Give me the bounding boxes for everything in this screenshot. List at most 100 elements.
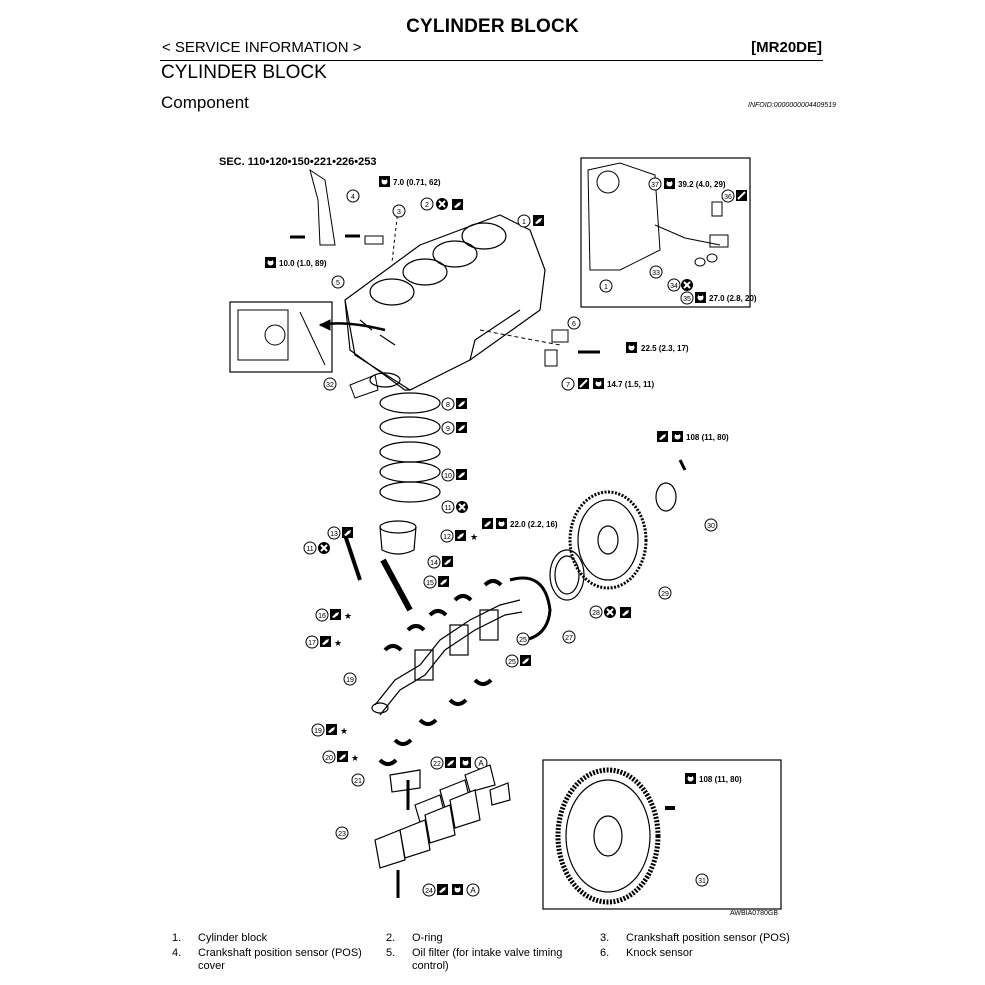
piston-rings [369,372,441,503]
svg-text:22: 22 [433,761,441,768]
svg-text:34: 34 [670,283,678,290]
callout-36[interactable]: 36 [721,189,735,203]
callout-7[interactable]: 7 [561,377,575,391]
callout-30[interactable]: 30 [704,518,718,532]
svg-text:6: 6 [572,321,576,328]
legend-text: Oil filter (for intake valve timing cont… [412,947,563,972]
svg-text:32: 32 [326,382,334,389]
callout-1[interactable]: 1 [517,214,531,228]
callout-33[interactable]: 33 [649,265,663,279]
bearing-caps [374,764,511,869]
legend-text: Knock sensor [626,947,693,959]
callout-22[interactable]: 22 [430,756,444,770]
callout-12[interactable]: 12 [440,529,454,543]
callout-19[interactable]: 19 [343,672,357,686]
callout-4[interactable]: 4 [346,189,360,203]
callout-32[interactable]: 32 [323,377,337,391]
callout-21[interactable]: 21 [351,773,365,787]
svg-text:37: 37 [651,182,659,189]
legend-num: 3. [600,932,610,944]
callout-6[interactable]: 6 [567,316,581,330]
callout-25b[interactable]: 25 [505,654,519,668]
info-id: INFOID:0000000004409519 [748,102,836,109]
callout-24[interactable]: 24 [422,883,436,897]
torque-spec: 22.5 (2.3, 17) [641,344,689,353]
callout-3[interactable]: 3 [392,204,406,218]
star-mark: ★ [351,753,359,763]
flywheel-inset [542,759,782,910]
no-reuse-icon [680,278,694,292]
parts-legend: 1. Cylinder block 2. O-ring 3. Crankshaf… [172,932,832,975]
signal-plate [568,459,687,590]
section-breadcrumb[interactable]: < SERVICE INFORMATION > [162,39,362,56]
model-tag: [MR20DE] [751,39,822,56]
svg-text:A: A [470,886,476,895]
callout-29[interactable]: 29 [658,586,672,600]
svg-text:2: 2 [425,202,429,209]
legend-text: O-ring [412,932,443,944]
legend-item: 6. Knock sensor [600,947,814,973]
callout-28[interactable]: 28 [589,605,603,619]
crankshaft [371,599,523,716]
callout-1-inset[interactable]: 1 [599,279,613,293]
torque-spec: 22.0 (2.2, 16) [510,520,558,529]
legend-text: Cylinder block [198,932,268,944]
callout-23[interactable]: 23 [335,826,349,840]
svg-text:13: 13 [330,531,338,538]
legend-item: 4. Crankshaft position sensor (POS) cove… [172,947,386,973]
svg-text:7: 7 [566,382,570,389]
torque-spec: 108 (11, 80) [686,433,729,442]
svg-text:A: A [478,759,484,768]
callout-37[interactable]: 37 [648,177,662,191]
callout-8[interactable]: 8 [441,397,455,411]
legend-num: 1. [172,932,182,944]
torque-spec: 39.2 (4.0, 29) [678,180,726,189]
document-title: CYLINDER BLOCK [406,16,579,37]
svg-text:17: 17 [308,640,316,647]
svg-text:29: 29 [661,591,669,598]
legend-text: Crankshaft position sensor (POS) cover [198,947,362,972]
star-mark: ★ [470,532,478,542]
callout-34[interactable]: 34 [667,278,681,292]
callout-27[interactable]: 27 [562,630,576,644]
callout-11[interactable]: 11 [441,500,455,514]
svg-text:9: 9 [446,426,450,433]
drive-plate [555,767,675,905]
callout-20[interactable]: 20 [322,750,336,764]
callout-2[interactable]: 2 [420,197,434,211]
callout-25[interactable]: 25 [516,632,530,646]
callout-17[interactable]: 17 [305,635,319,649]
svg-text:27: 27 [565,635,573,642]
svg-text:8: 8 [446,402,450,409]
callout-16[interactable]: 16 [315,608,329,622]
svg-text:23: 23 [338,831,346,838]
svg-text:36: 36 [724,194,732,201]
legend-row: 1. Cylinder block 2. O-ring 3. Crankshaf… [172,932,832,945]
callout-35[interactable]: 35 [680,291,694,305]
callout-5[interactable]: 5 [331,275,345,289]
callout-9[interactable]: 9 [441,421,455,435]
callout-14[interactable]: 14 [427,555,441,569]
svg-text:25: 25 [508,659,516,666]
torque-spec: 7.0 (0.71, 62) [393,178,441,187]
torque-spec: 108 (11, 80) [699,775,742,784]
star-mark: ★ [340,726,348,736]
cylinder-block [344,214,546,391]
callout-15[interactable]: 15 [423,575,437,589]
legend-num: 6. [600,947,610,959]
svg-text:11: 11 [444,505,451,512]
svg-text:16: 16 [318,613,326,620]
svg-text:35: 35 [683,296,691,303]
svg-text:19: 19 [314,728,322,735]
callout-11b[interactable]: 11 [303,541,317,555]
callout-13[interactable]: 13 [327,526,341,540]
legend-text: Crankshaft position sensor (POS) [626,932,790,944]
callout-19b[interactable]: 19 [311,723,325,737]
svg-text:25: 25 [519,637,527,644]
svg-text:4: 4 [351,194,355,201]
svg-text:11: 11 [306,546,313,553]
sec-label: SEC. 110•120•150•221•226•253 [219,156,377,168]
callout-10[interactable]: 10 [441,468,455,482]
svg-text:33: 33 [652,270,660,277]
callout-31[interactable]: 31 [695,873,709,887]
